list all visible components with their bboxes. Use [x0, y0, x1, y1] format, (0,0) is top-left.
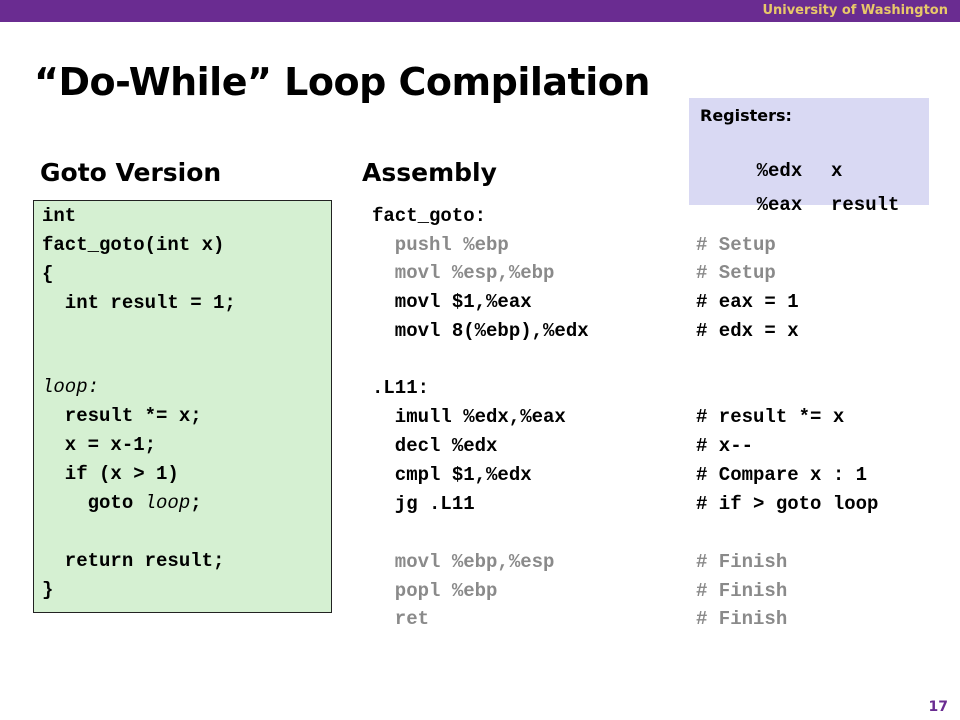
registers-box: Registers: %edx x %eax result	[689, 98, 929, 216]
asm-comment: # if > goto loop	[696, 493, 879, 515]
register-value: result	[831, 194, 900, 216]
asm-code: cmpl $1,%edx	[372, 464, 532, 486]
asm-comment: # Setup	[696, 234, 776, 256]
code-line: int	[42, 205, 77, 227]
code-line: return result;	[42, 550, 225, 572]
asm-code: pushl %ebp	[372, 234, 509, 256]
asm-code: ret	[372, 608, 430, 630]
code-line: x = x-1;	[42, 434, 157, 456]
asm-code: movl %ebp,%esp	[372, 551, 555, 573]
asm-comment: # Setup	[696, 262, 776, 284]
asm-code: decl %edx	[372, 435, 498, 457]
code-line: if (x > 1)	[42, 463, 179, 485]
asm-comment: # result *= x	[696, 406, 845, 428]
university-label: University of Washington	[762, 3, 948, 18]
register-name: %eax	[756, 194, 803, 216]
asm-comment: # edx = x	[696, 320, 799, 342]
registers-title: Registers:	[700, 106, 792, 125]
asm-code: movl 8(%ebp),%edx	[372, 320, 589, 342]
code-line: fact_goto(int x)	[42, 234, 225, 256]
page-number: 17	[928, 699, 948, 715]
header-bar: University of Washington	[0, 0, 960, 22]
asm-comment: # Finish	[696, 580, 788, 602]
asm-code: movl %esp,%ebp	[372, 262, 555, 284]
goto-heading: Goto Version	[40, 158, 222, 187]
asm-code: jg .L11	[372, 493, 475, 515]
goto-keyword: goto	[42, 492, 145, 514]
register-row: %eax result	[711, 172, 900, 238]
assembly-heading: Assembly	[362, 158, 497, 187]
asm-comment: # Compare x : 1	[696, 464, 868, 486]
asm-code: popl %ebp	[372, 580, 498, 602]
asm-label: .L11:	[372, 377, 430, 399]
goto-code-box: int fact_goto(int x) { int result = 1; l…	[33, 200, 332, 613]
register-name: %edx	[756, 160, 803, 182]
asm-comment: # Finish	[696, 608, 788, 630]
register-row: %edx x	[711, 138, 843, 204]
loop-label: loop:	[42, 376, 100, 398]
asm-code: fact_goto:	[372, 205, 487, 227]
semicolon: ;	[190, 492, 202, 514]
code-line: {	[42, 263, 54, 285]
code-line: result *= x;	[42, 405, 202, 427]
code-line: int result = 1;	[42, 292, 236, 314]
asm-comment: # Finish	[696, 551, 788, 573]
asm-comment: # x--	[696, 435, 754, 457]
register-value: x	[831, 160, 843, 182]
code-line: goto loop;	[42, 492, 202, 514]
loop-label-ref: loop	[144, 492, 191, 514]
slide-title: “Do-While” Loop Compilation	[34, 60, 650, 104]
asm-comment: # eax = 1	[696, 291, 799, 313]
asm-code: imull %edx,%eax	[372, 406, 566, 428]
asm-code: movl $1,%eax	[372, 291, 532, 313]
code-line: }	[42, 579, 54, 601]
